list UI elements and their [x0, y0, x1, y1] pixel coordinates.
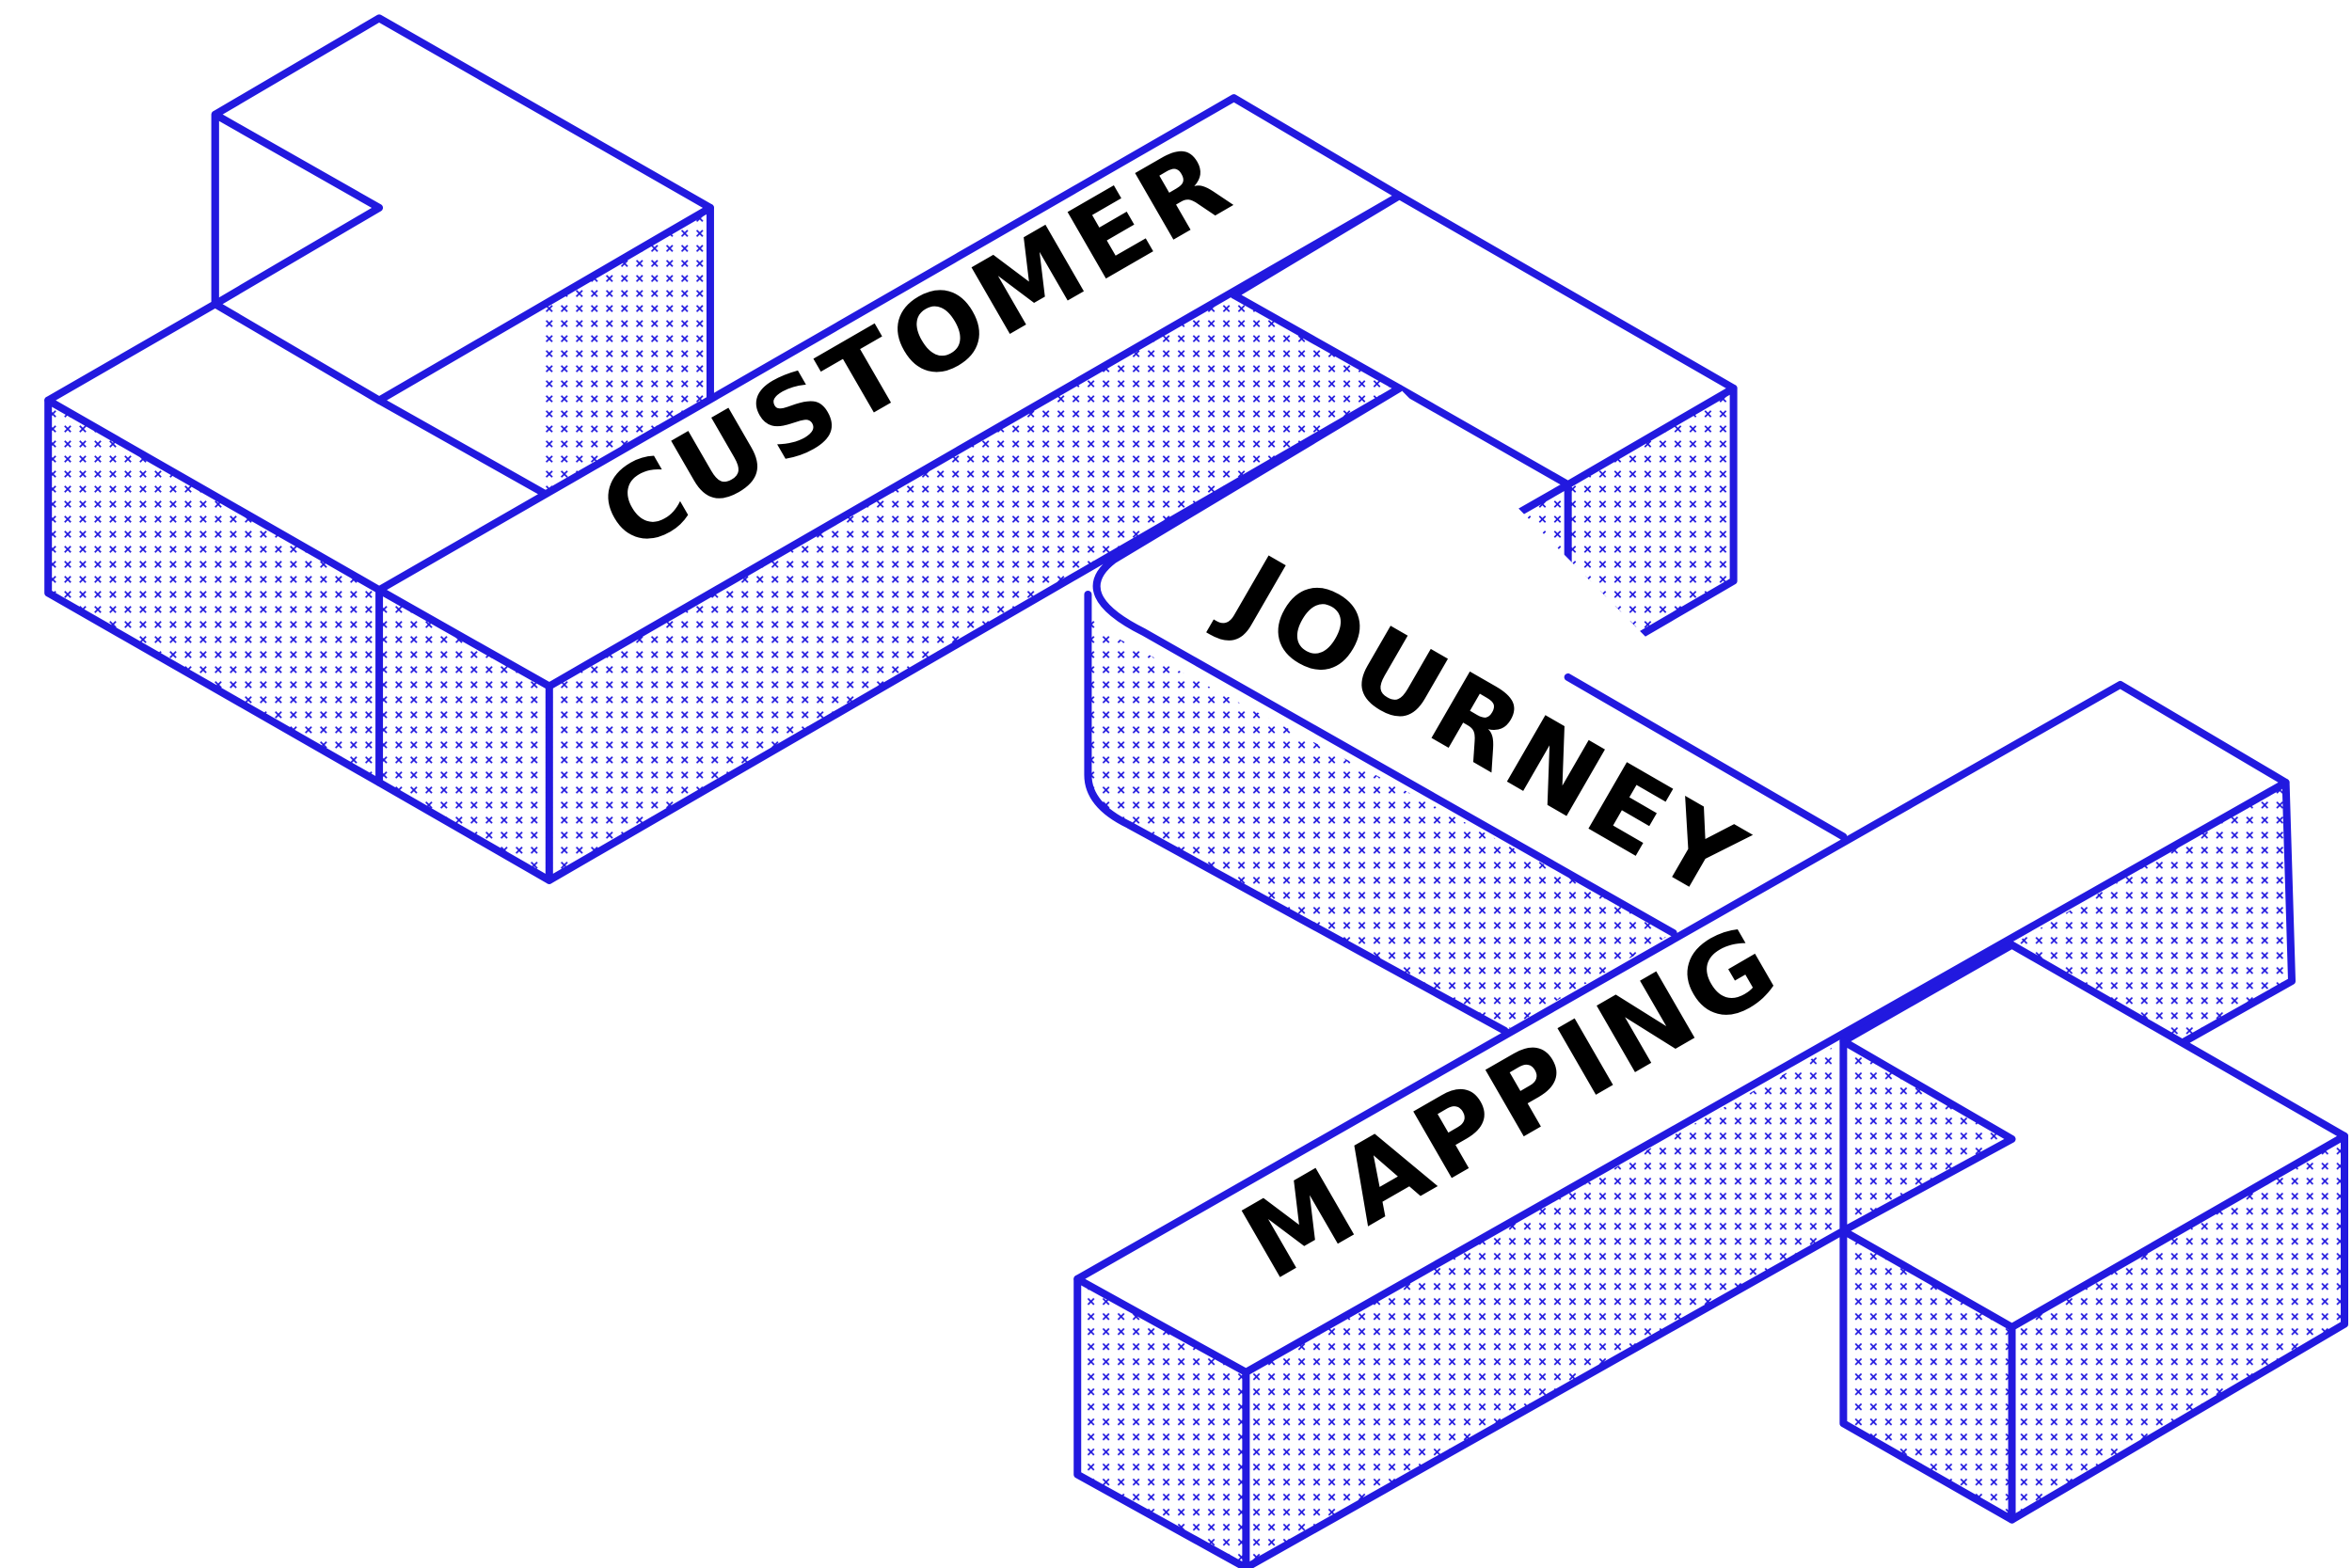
- block-c-notch-edge: [1839, 1037, 2016, 1235]
- journey-beam-top-fill: [1106, 388, 1844, 933]
- journey-beam: [1084, 384, 1848, 1035]
- mapping-beam: [1073, 680, 2290, 1568]
- customer-beam-side: [548, 196, 1400, 880]
- block-c-right: [1839, 778, 2349, 1524]
- customer-beam: [375, 94, 1404, 884]
- block-c-top: [1843, 944, 2345, 1327]
- block-a-front-left: [48, 400, 380, 783]
- mapping-beam-side: [1246, 1041, 1844, 1568]
- mapping-beam-lower: [1242, 1227, 1848, 1568]
- block-a-left: [44, 14, 714, 884]
- mapping-beam-top: [1077, 684, 2286, 1372]
- block-c-far-side: [2011, 782, 2293, 1042]
- block-a-notch: [211, 110, 384, 309]
- customer-beam-bottom-edge: [545, 384, 1404, 884]
- journey-beam-edge-left: [1084, 590, 1509, 1035]
- block-a-top-lower: [48, 304, 546, 591]
- block-a-top-upper: [215, 18, 710, 401]
- journey-beam-edge-top: [1092, 384, 1677, 937]
- mapping-beam-bottom-edge: [1073, 1275, 1250, 1568]
- block-b-inner: [1230, 291, 1738, 489]
- block-c-notch-side: [1843, 1041, 2012, 1231]
- block-a-lower-edge: [44, 300, 553, 884]
- block-a-inner-edge2: [375, 396, 549, 498]
- journey-beam-right: [1564, 673, 1848, 841]
- block-b-top: [1233, 196, 1734, 485]
- customer-beam-top: [379, 98, 1400, 687]
- journey-beam-side: [1088, 601, 1674, 1031]
- block-c-edges: [2181, 778, 2296, 1046]
- block-c-front-right: [2011, 1135, 2345, 1520]
